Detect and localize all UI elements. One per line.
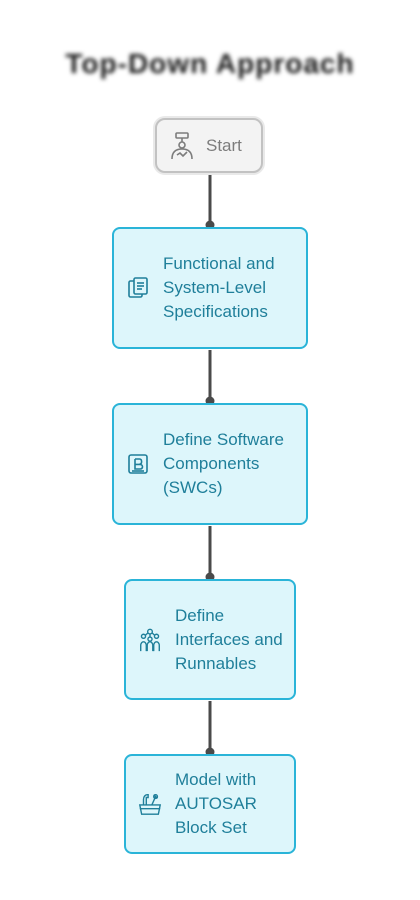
interfaces-runnables-label: Define Interfaces and Runnables [175, 605, 283, 673]
edge-specs-to-swc [205, 350, 215, 406]
specifications-label: Functional and System-Level Specificatio… [163, 254, 275, 321]
software-components-node[interactable]: Define Software Components (SWCs) [112, 403, 308, 525]
specifications-node[interactable]: Functional and System-Level Specificatio… [112, 227, 308, 349]
network-nodes-icon [137, 627, 163, 653]
autosar-model-label: Model with AUTOSAR Block Set [175, 770, 257, 837]
start-label: Start [206, 135, 242, 155]
software-components-label: Define Software Components (SWCs) [163, 430, 284, 497]
component-block-icon [125, 451, 151, 477]
diagram-title: Top-Down Approach [65, 48, 355, 79]
toolbox-icon [137, 791, 163, 817]
person-flag-icon [167, 131, 197, 161]
interfaces-runnables-node[interactable]: Define Interfaces and Runnables [124, 579, 296, 700]
autosar-model-node[interactable]: Model with AUTOSAR Block Set [124, 754, 296, 854]
start-node[interactable]: Start [155, 118, 263, 173]
edge-start-to-specs [205, 174, 215, 230]
edge-interfaces-to-model [205, 701, 215, 757]
document-icon [125, 275, 151, 301]
edge-swc-to-interfaces [205, 526, 215, 582]
